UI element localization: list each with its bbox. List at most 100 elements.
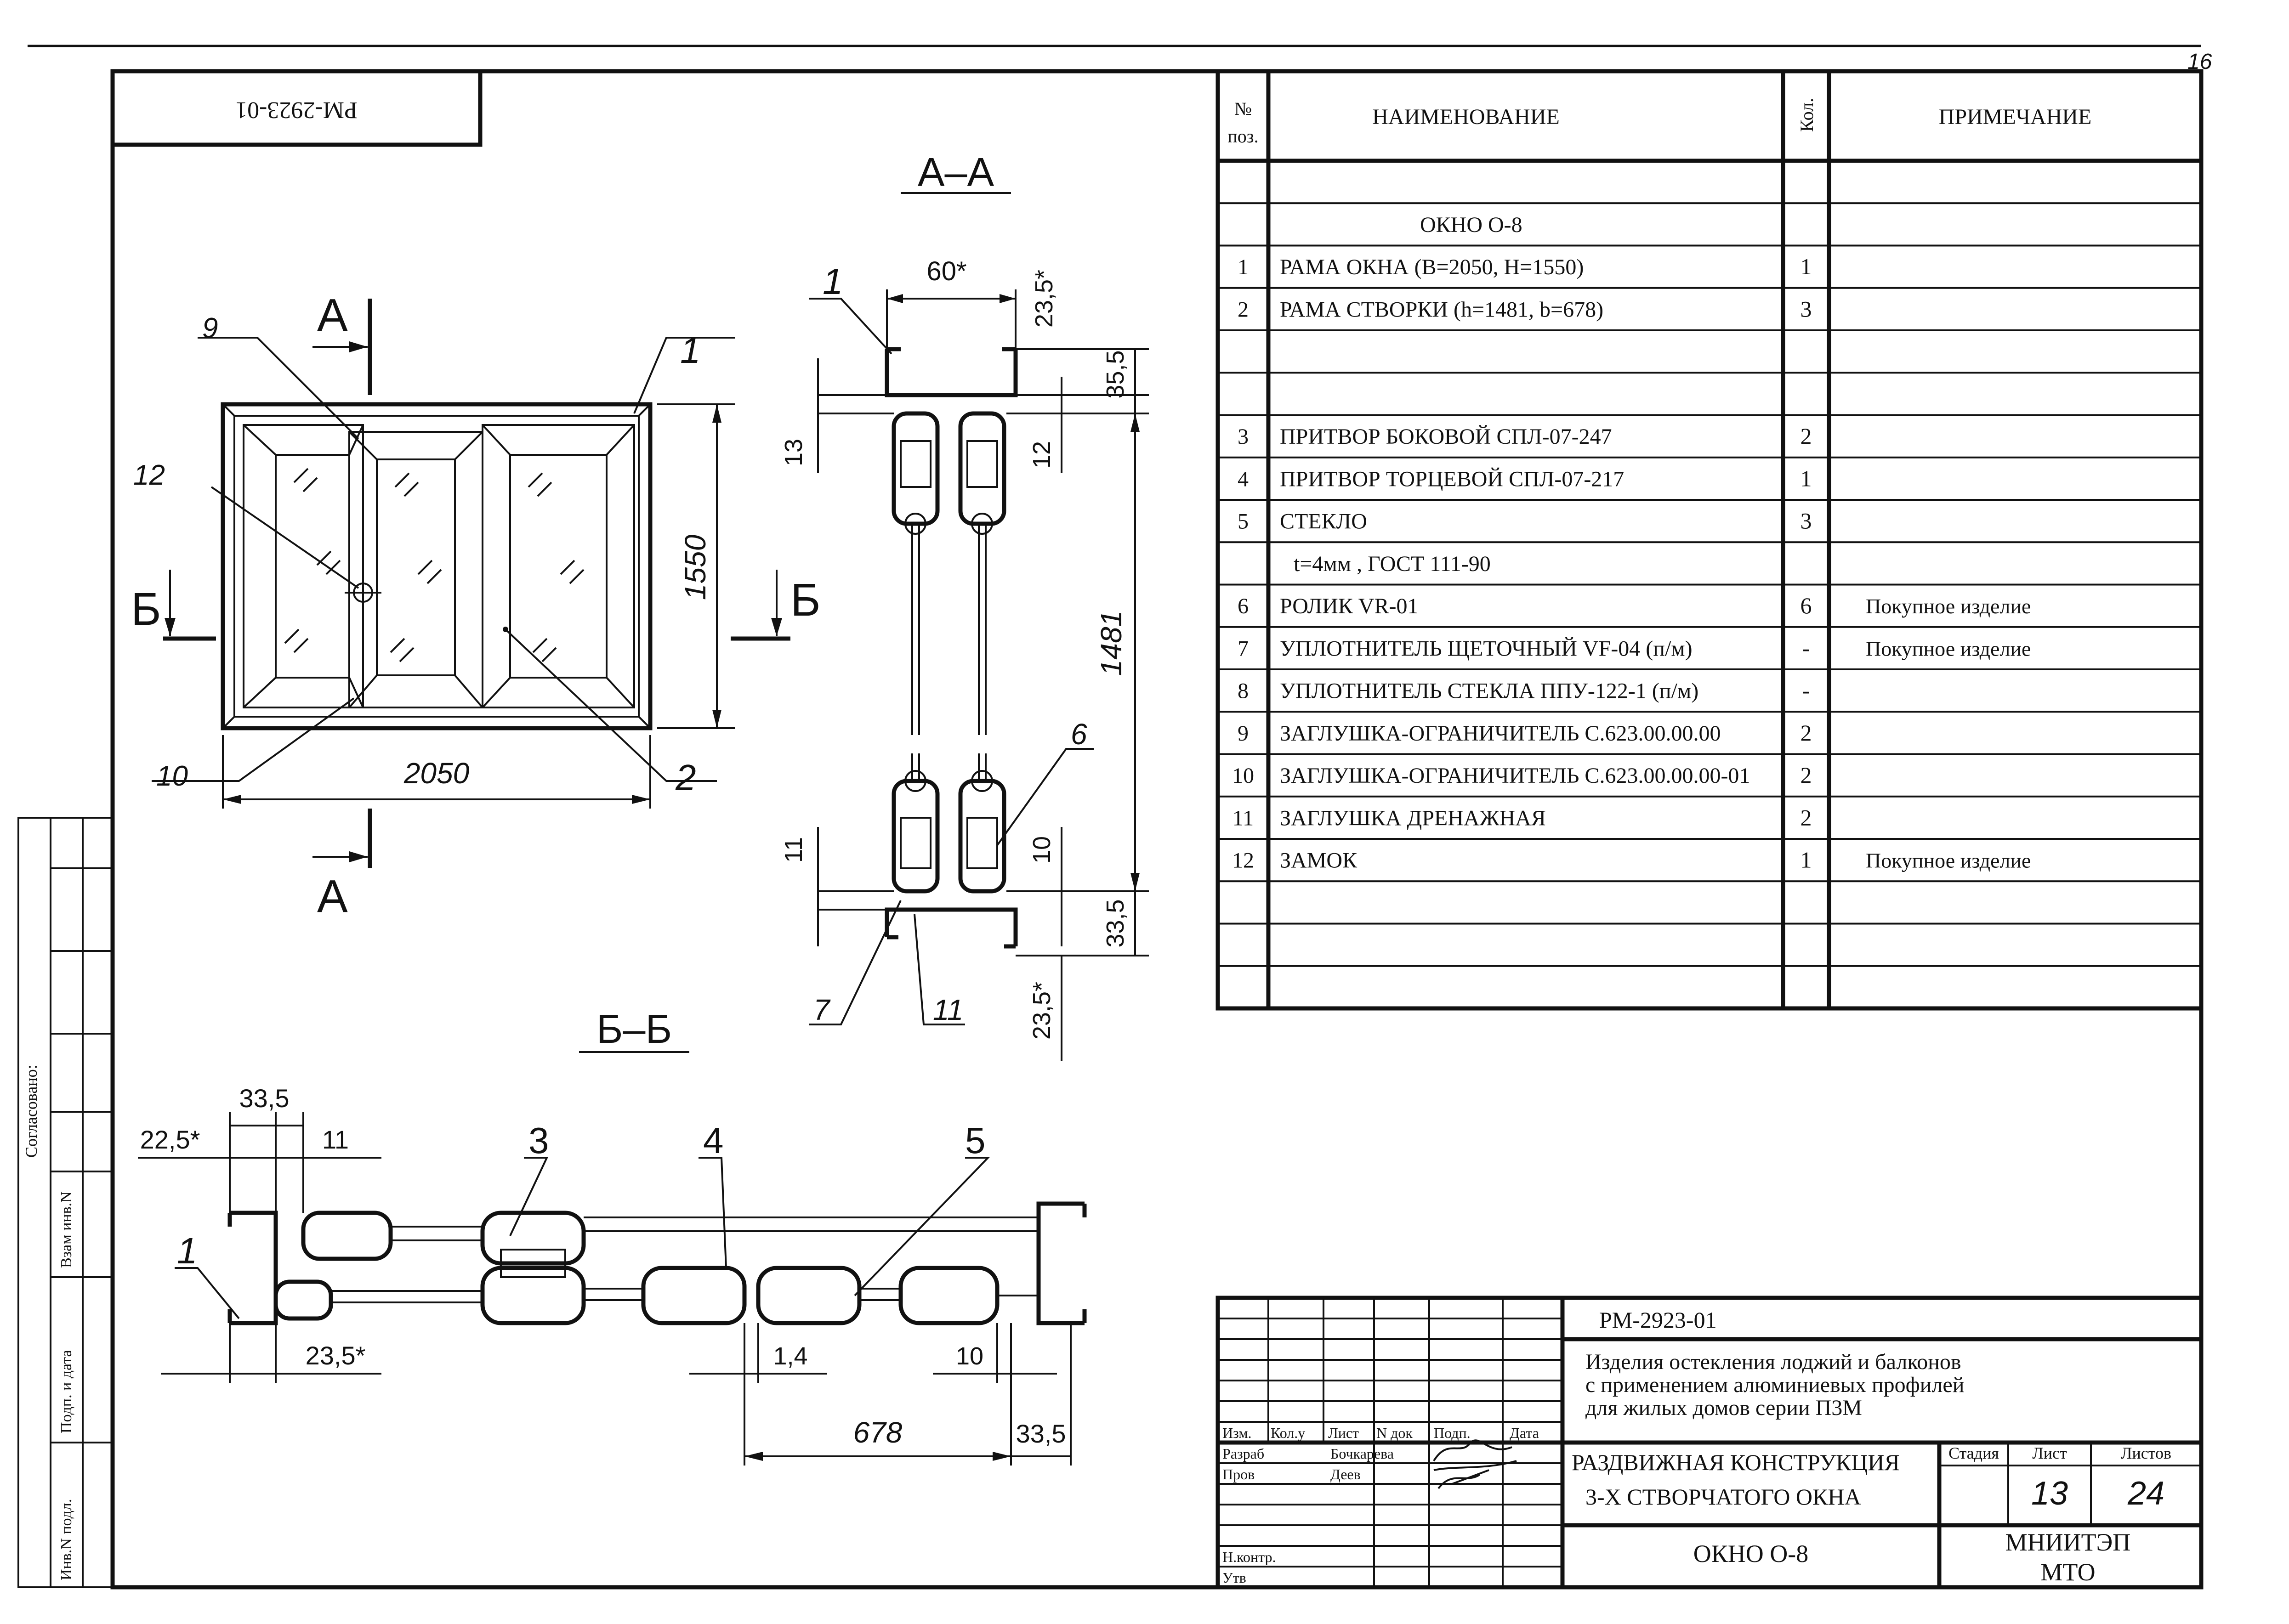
spec-cell-qty: 2 [1801,804,1812,830]
callout-1-aa: 1 [823,261,843,302]
dim-bb-11: 11 [322,1125,349,1154]
dim-aa-top-width: 60* [926,256,966,286]
section-bb: Б–Б 33,5 22,5* 11 23,5* 1 [138,1006,1087,1466]
spec-cell-name: РАМА СТВОРКИ (h=1481, b=678) [1280,297,1603,322]
tb-title-line1: РАЗДВИЖНАЯ КОНСТРУКЦИЯ [1572,1449,1900,1475]
dim-bb-33-5-right: 33,5 [1016,1419,1066,1448]
callout-1-bb: 1 [177,1230,198,1271]
cut-b-left: Б [131,583,161,635]
callout-4: 4 [703,1120,724,1161]
col-list: Лист [1328,1425,1359,1441]
tb-sheet-no: 13 [2031,1475,2068,1512]
section-bb-label: Б–Б [596,1006,672,1052]
spec-cell-qty: 1 [1801,465,1812,491]
spec-table: № поз. НАИМЕНОВАНИЕ Кол. ПРИМЕЧАНИЕ ОКНО… [1215,69,2204,1011]
title-block: Изм. Кол.у Лист N док Подп. Дата Разраб … [1215,1296,2204,1590]
spec-cell-pos: 11 [1233,806,1254,830]
spec-cell-name: УПЛОТНИТЕЛЬ ЩЕТОЧНЫЙ VF-04 (п/м) [1280,636,1693,661]
callout-11: 11 [933,993,963,1026]
col-data: Дата [1510,1425,1539,1441]
cut-a-top: А [317,289,348,341]
tb-sheet-label: Лист [2032,1444,2067,1462]
dim-width: 2050 [403,757,470,790]
window-elevation: 9 1 12 10 2 2050 1550 А А Б Б [131,289,821,922]
spec-cell-name: t=4мм , ГОСТ 111-90 [1294,552,1491,576]
tb-code: РМ-2923-01 [1599,1307,1717,1333]
spec-header-pos2: поз. [1227,126,1258,147]
spec-cell-qty: 6 [1801,593,1812,618]
spec-cell-pos: 3 [1238,424,1249,449]
spec-cell-qty: 1 [1801,254,1812,279]
dim-aa-35-5: 35,5 [1102,350,1129,398]
role-razrab: Разраб [1222,1445,1264,1462]
spec-cell-qty: - [1802,635,1810,661]
col-izm: Изм. [1222,1425,1252,1441]
callout-9: 9 [202,312,218,344]
agreed-label: Согласовано: [22,1064,40,1158]
dim-aa-10: 10 [1028,836,1056,864]
spec-cell-qty: 3 [1801,508,1812,534]
callout-2: 2 [675,757,696,798]
rotated-code: РМ-2923-01 [235,97,358,123]
spec-cell-note: Покупное изделие [1866,849,2031,872]
spec-cell-name: ЗАГЛУШКА ДРЕНАЖНАЯ [1280,806,1546,830]
spec-cell-pos: 7 [1238,636,1249,661]
role-utv: Утв [1222,1569,1246,1586]
rotated-code-box [110,69,483,147]
spec-cell-name: ЗАМОК [1280,849,1357,873]
section-aa: А–А 60* 23,5* 35,5 [780,149,1149,1061]
tb-project-line3: для жилых домов серии П3М [1585,1396,1862,1420]
col-kolu: Кол.у [1271,1425,1305,1441]
col-podp: Подп. [1434,1425,1471,1441]
col-ndok: N док [1376,1425,1413,1441]
spec-cell-pos: 5 [1238,509,1249,534]
spec-header-pos: № [1234,98,1252,119]
cut-b-right: Б [790,574,821,626]
spec-cell-name: УПЛОТНИТЕЛЬ СТЕКЛА ППУ-122-1 (п/м) [1280,679,1698,703]
callout-3: 3 [528,1120,549,1161]
spec-cell-qty: 1 [1801,847,1812,873]
tb-project-line2: с применением алюминиевых профилей [1585,1373,1964,1397]
tb-project-line1: Изделия остекления лоджий и балконов [1585,1350,1961,1374]
spec-cell-note: Покупное изделие [1866,594,2031,618]
dim-bb-22-5: 22,5* [140,1125,200,1154]
spec-cell-name: ПРИТВОР БОКОВОЙ СПЛ-07-247 [1280,424,1612,449]
spec-cell-name: ЗАГЛУШКА-ОГРАНИЧИТЕЛЬ С.623.00.00.00-01 [1280,764,1750,788]
spec-cell-pos: 9 [1238,721,1249,746]
signature-prov [1437,1469,1489,1489]
tb-drawing-name: ОКНО О-8 [1693,1540,1809,1567]
dim-aa-bottom-offset: 23,5* [1028,982,1056,1040]
dim-aa-12: 12 [1028,441,1056,469]
spec-cell-name: ОКНО О-8 [1420,213,1522,237]
dim-aa-33-5: 33,5 [1102,899,1129,947]
spec-cell-pos: 10 [1232,764,1254,788]
spec-cell-pos: 4 [1238,467,1249,491]
spec-cell-name: РАМА ОКНА (В=2050, Н=1550) [1280,255,1584,279]
dim-bb-33-5-left: 33,5 [239,1084,290,1113]
dim-aa-13: 13 [780,439,807,466]
role-prov: Пров [1222,1466,1255,1483]
tb-stage-label: Стадия [1948,1444,1999,1462]
dim-aa-11: 11 [780,837,807,863]
callout-10: 10 [156,760,188,792]
dim-height: 1550 [679,534,712,600]
spec-cell-qty: 2 [1801,423,1812,449]
tb-title-line2: 3-Х СТВОРЧАТОГО ОКНА [1585,1484,1861,1510]
tb-sheets-total: 24 [2127,1475,2164,1512]
spec-cell-pos: 8 [1238,679,1249,703]
spec-cell-pos: 2 [1238,297,1249,322]
cut-a-bottom: А [317,871,348,922]
spec-cell-qty: - [1802,678,1810,703]
dim-bb-23-5: 23,5* [306,1341,366,1370]
signature-razrab [1433,1439,1517,1471]
spec-cell-pos: 1 [1238,255,1249,279]
dim-bb-1-4: 1,4 [773,1342,807,1370]
replace-inv-label: Взам инв.N [58,1191,75,1268]
dim-aa-sash: 1481 [1095,611,1128,676]
spec-cell-qty: 3 [1801,296,1812,322]
spec-cell-note: Покупное изделие [1866,637,2031,660]
spec-cell-name: ПРИТВОР ТОРЦЕВОЙ СПЛ-07-217 [1280,467,1624,491]
spec-cell-qty: 2 [1801,762,1812,788]
spec-header-note: ПРИМЕЧАНИЕ [1939,105,2092,129]
